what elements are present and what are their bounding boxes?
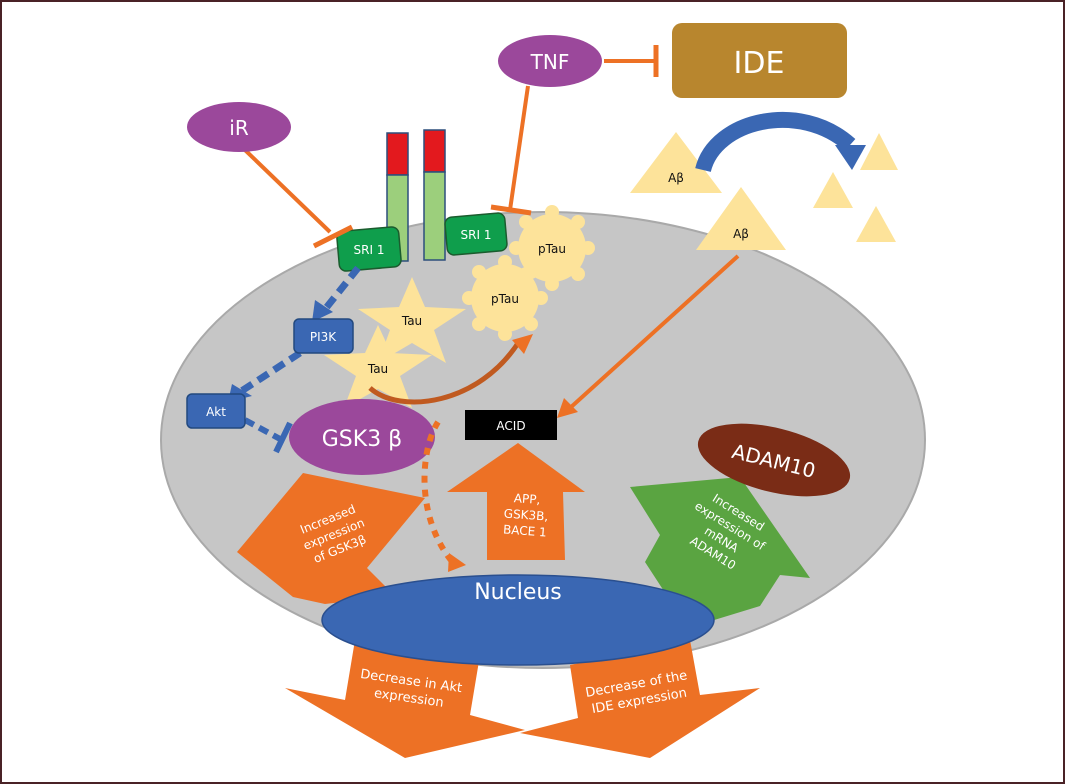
receptor-left-extracellular xyxy=(386,132,409,176)
tau-star-bottom xyxy=(324,325,432,408)
tnf-label: TNF xyxy=(530,50,570,74)
ide-node xyxy=(672,23,847,98)
abeta-acid-arrow xyxy=(568,254,740,410)
sri1-left xyxy=(336,226,402,272)
ir-inhibit-bar xyxy=(312,224,354,249)
abeta-left xyxy=(630,132,722,193)
acid-node xyxy=(465,410,557,440)
ir-label: iR xyxy=(229,116,249,140)
svg-text:GSK3B,: GSK3B, xyxy=(503,506,548,523)
abeta-right-label: Aβ xyxy=(733,227,749,241)
sri-pi3k-arrowhead-icon xyxy=(312,300,333,322)
app-increase-label: APP, GSK3B, BACE 1 xyxy=(503,491,549,539)
tnf-node xyxy=(498,35,602,87)
gsk3b-label: GSK3 β xyxy=(322,427,402,452)
sri1-right xyxy=(444,212,508,256)
akt-gsk-inhibit-bar xyxy=(273,421,293,454)
tnf-inhibit-line xyxy=(508,85,530,211)
adam10-node xyxy=(697,423,851,497)
tau-star-top xyxy=(358,277,466,363)
acid-nucleus-dotted xyxy=(421,420,458,567)
acid-nucleus-arrowhead-icon xyxy=(448,553,466,572)
abeta-fragment-1 xyxy=(860,133,898,170)
pi3k-label: PI3K xyxy=(310,330,337,344)
receptor-right-stem xyxy=(423,171,446,261)
pi3k-akt-dashed xyxy=(238,350,302,395)
app-increase-arrow xyxy=(447,443,585,560)
abeta-right xyxy=(696,187,786,250)
sri1-right-label: SRI 1 xyxy=(461,228,492,242)
tau-bottom-label: Tau xyxy=(367,362,388,376)
sri1-left-label: SRI 1 xyxy=(354,243,385,257)
tau-top-label: Tau xyxy=(401,314,422,328)
akt-node xyxy=(186,393,246,429)
abeta-acid-arrowhead-icon xyxy=(557,398,578,418)
akt-decrease-arrow xyxy=(285,640,525,758)
phosphorylation-arrowhead-icon xyxy=(512,334,533,354)
svg-text:BACE 1: BACE 1 xyxy=(503,522,548,539)
sri-pi3k-dashed xyxy=(323,265,361,311)
akt-gsk-dashed xyxy=(243,417,284,443)
ide-decrease-arrow xyxy=(520,640,760,758)
abeta-fragment-3 xyxy=(856,206,896,242)
acid-label: ACID xyxy=(496,419,525,433)
abeta-left-label: Aβ xyxy=(668,171,684,185)
degradation-arrow xyxy=(695,111,856,173)
akt-label: Akt xyxy=(206,405,226,419)
ide-label: IDE xyxy=(734,46,785,81)
adam-increase-arrow xyxy=(630,477,810,628)
ir-node xyxy=(187,102,291,152)
gsk3b-node xyxy=(289,399,435,475)
phosphorylation-arrow xyxy=(368,338,523,405)
ptau-top-label: pTau xyxy=(538,242,566,256)
degradation-arrowhead-icon xyxy=(835,145,866,170)
gsk-increase-arrow xyxy=(237,473,425,604)
ptau-mid xyxy=(462,255,548,341)
tnf-inhibit-bar xyxy=(490,204,532,216)
ptau-mid-label: pTau xyxy=(491,292,519,306)
receptor-right-extracellular xyxy=(423,129,446,173)
pi3k-node xyxy=(293,318,354,354)
nucleus-label: Nucleus xyxy=(474,580,562,605)
svg-text:APP,: APP, xyxy=(513,491,540,507)
nucleus xyxy=(321,574,715,666)
ir-inhibit-line xyxy=(243,148,332,234)
abeta-fragment-2 xyxy=(813,172,853,208)
